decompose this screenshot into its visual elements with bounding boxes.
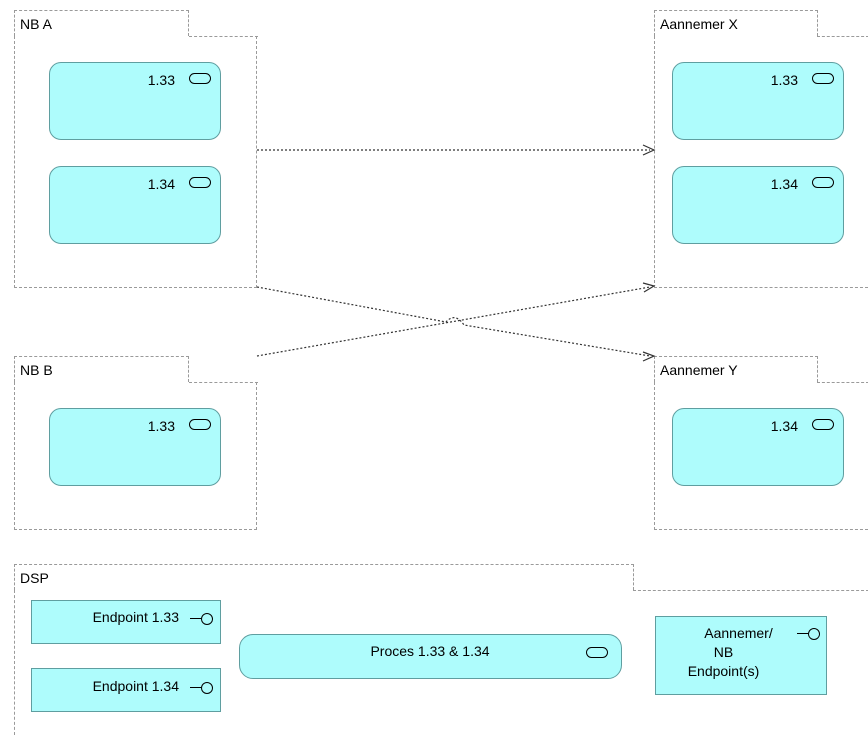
- group-dsp-tab: DSP: [14, 564, 634, 590]
- service-label: 1.33: [770, 72, 798, 88]
- group-nb-b-tab: NB B: [14, 356, 189, 382]
- endpoint-1-33-interface[interactable]: Endpoint 1.33: [31, 600, 221, 644]
- service-label: 1.34: [770, 176, 798, 192]
- arrow-nb-b-to-aannemer-x: [256, 286, 651, 357]
- service-aannemer-y-1-34[interactable]: 1.34: [672, 408, 844, 486]
- service-nb-a-1-34[interactable]: 1.34: [49, 166, 221, 244]
- process-1-33-1-34[interactable]: Proces 1.33 & 1.34: [239, 634, 622, 679]
- group-dsp[interactable]: DSP Endpoint 1.33 Endpoint 1.34 Proces 1…: [14, 564, 868, 735]
- group-nb-b-title: NB B: [20, 362, 53, 378]
- process-label: Proces 1.33 & 1.34: [370, 643, 490, 659]
- aannemer-endpoint-line1: Aannemer/: [704, 625, 773, 641]
- service-label: 1.34: [770, 418, 798, 434]
- group-nb-a-tab: NB A: [14, 10, 189, 36]
- group-aannemer-x-title: Aannemer X: [660, 16, 738, 32]
- group-dsp-title: DSP: [20, 570, 49, 586]
- aannemer-nb-endpoint-interface[interactable]: Aannemer/ NB Endpoint(s): [655, 616, 827, 695]
- service-label: 1.33: [147, 72, 175, 88]
- endpoint-label: Endpoint 1.33: [92, 609, 179, 625]
- group-aannemer-y[interactable]: Aannemer Y 1.34: [654, 356, 868, 530]
- arrowhead-1: [642, 144, 656, 156]
- arrowhead-2: [642, 351, 656, 362]
- endpoint-1-34-interface[interactable]: Endpoint 1.34: [31, 668, 221, 712]
- group-nb-a[interactable]: NB A 1.33 1.34: [14, 10, 258, 288]
- interface-icon: [190, 682, 214, 694]
- service-label: 1.34: [147, 176, 175, 192]
- endpoint-label: Endpoint 1.34: [92, 678, 179, 694]
- service-icon: [586, 647, 608, 658]
- service-icon: [189, 177, 211, 188]
- service-nb-a-1-33[interactable]: 1.33: [49, 62, 221, 140]
- service-aannemer-x-1-34[interactable]: 1.34: [672, 166, 844, 244]
- group-aannemer-x[interactable]: Aannemer X 1.33 1.34: [654, 10, 868, 288]
- group-aannemer-x-tab: Aannemer X: [654, 10, 818, 36]
- arrow-nb-a-to-aannemer-y: [256, 286, 651, 357]
- aannemer-endpoint-line3: Endpoint(s): [687, 663, 760, 679]
- service-icon: [189, 73, 211, 84]
- service-nb-b-1-33[interactable]: 1.33: [49, 408, 221, 486]
- group-nb-b[interactable]: NB B 1.33: [14, 356, 258, 530]
- service-icon: [812, 73, 834, 84]
- group-aannemer-y-tab: Aannemer Y: [654, 356, 818, 382]
- group-aannemer-y-title: Aannemer Y: [660, 362, 738, 378]
- interface-icon: [190, 613, 214, 625]
- service-aannemer-x-1-33[interactable]: 1.33: [672, 62, 844, 140]
- service-icon: [812, 419, 834, 430]
- arrowhead-3: [642, 282, 656, 293]
- interface-icon: [797, 628, 821, 640]
- group-nb-a-title: NB A: [20, 16, 52, 32]
- service-label: 1.33: [147, 418, 175, 434]
- service-icon: [189, 419, 211, 430]
- aannemer-endpoint-line2: NB: [713, 644, 734, 660]
- service-icon: [812, 177, 834, 188]
- aannemer-endpoint-label: Aannemer/ NB Endpoint(s): [656, 624, 791, 681]
